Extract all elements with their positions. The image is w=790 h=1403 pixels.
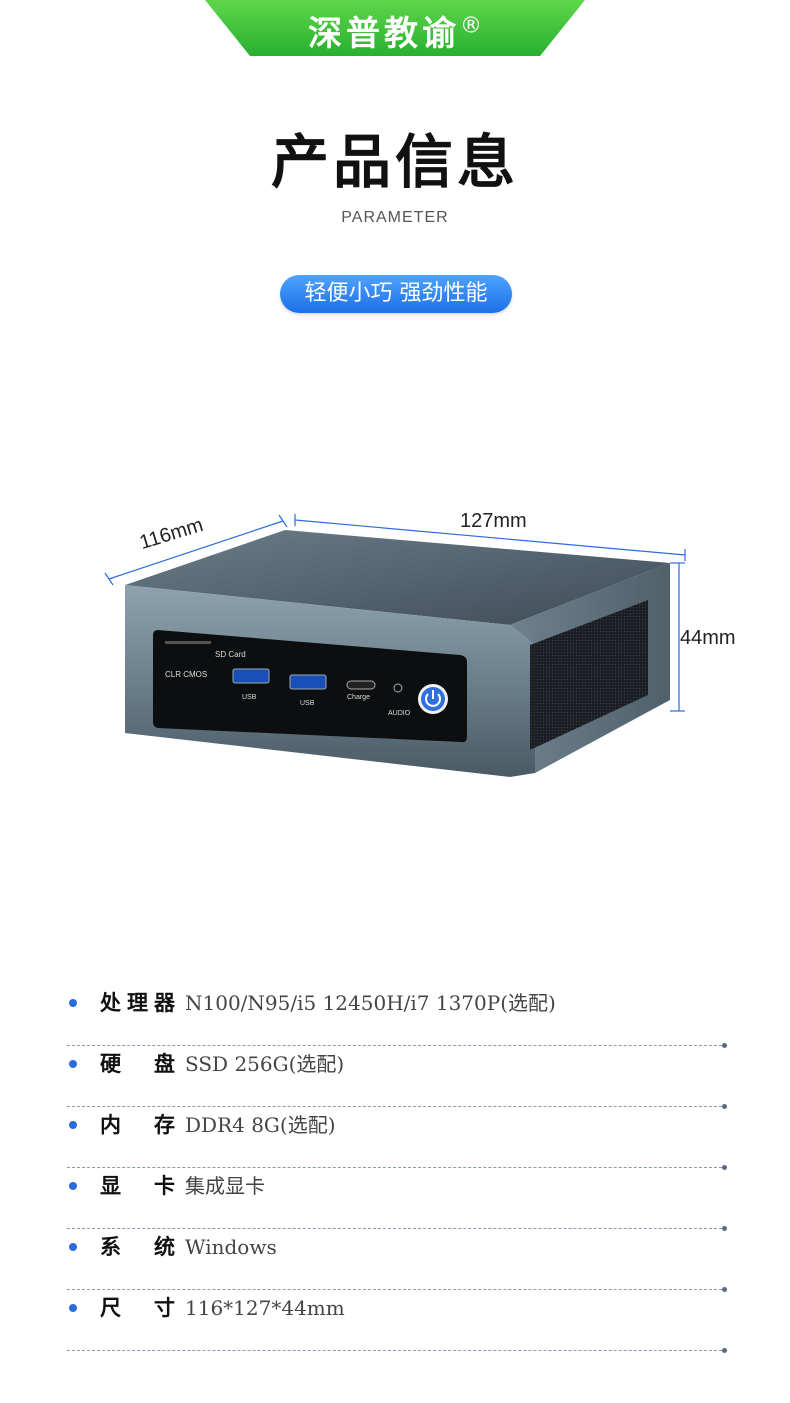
width-dimension-label: 127mm xyxy=(460,510,527,532)
audio-port-label: AUDIO xyxy=(388,710,411,717)
usb-port-label-1: USB xyxy=(242,694,257,701)
spec-value: Windows xyxy=(185,1235,277,1259)
sd-card-label: SD Card xyxy=(215,650,246,659)
spec-value: N100/N95/i5 12450H/i7 1370P(选配) xyxy=(185,991,556,1015)
spec-list: 处理器 N100/N95/i5 12450H/i7 1370P(选配) 硬盘 S… xyxy=(67,985,727,1353)
spec-value: 集成显卡 xyxy=(185,1174,265,1198)
spec-label: 系统 xyxy=(100,1235,175,1259)
spec-value: DDR4 8G(选配) xyxy=(185,1113,336,1137)
spec-row-memory: 内存 DDR4 8G(选配) xyxy=(67,1107,727,1170)
spec-label: 处理器 xyxy=(100,991,175,1015)
spec-row-size: 尺寸 116*127*44mm xyxy=(67,1290,727,1353)
bullet-icon xyxy=(69,1182,77,1190)
spec-label: 硬盘 xyxy=(100,1052,175,1076)
clr-cmos-label: CLR CMOS xyxy=(165,670,207,679)
height-dimension-label: 44mm xyxy=(680,627,736,649)
bullet-icon xyxy=(69,999,77,1007)
spec-row-graphics: 显卡 集成显卡 xyxy=(67,1168,727,1231)
page-subtitle: PARAMETER xyxy=(341,209,449,226)
spec-label: 尺寸 xyxy=(100,1296,175,1320)
spec-label: 内存 xyxy=(100,1113,175,1137)
bullet-icon xyxy=(69,1121,77,1129)
brand-name-text: 深普教谕 xyxy=(308,14,460,54)
spec-value: SSD 256G(选配) xyxy=(185,1052,345,1076)
spec-value: 116*127*44mm xyxy=(185,1296,345,1320)
usb-port-label-2: USB xyxy=(300,700,315,707)
registered-mark: ® xyxy=(460,13,482,39)
spec-row-storage: 硬盘 SSD 256G(选配) xyxy=(67,1046,727,1109)
bullet-icon xyxy=(69,1304,77,1312)
brand-banner: 深普教谕® xyxy=(205,0,585,58)
spec-row-processor: 处理器 N100/N95/i5 12450H/i7 1370P(选配) xyxy=(67,985,727,1048)
brand-banner-shape xyxy=(205,0,585,56)
product-image: SD Card CLR CMOS USB USB Charge AUDIO xyxy=(95,495,765,795)
bullet-icon xyxy=(69,1243,77,1251)
mini-pc-illustration: SD Card CLR CMOS USB USB Charge AUDIO xyxy=(104,514,686,777)
spec-row-os: 系统 Windows xyxy=(67,1229,727,1292)
page-title: 产品信息 xyxy=(270,128,519,196)
brand-name: 深普教谕® xyxy=(205,6,585,55)
dimension-lines xyxy=(104,514,686,712)
charge-port-label: Charge xyxy=(347,694,370,701)
bullet-icon xyxy=(69,1060,77,1068)
slogan-badge: 轻便小巧 强劲性能 xyxy=(280,275,512,313)
spec-label: 显卡 xyxy=(100,1174,175,1198)
